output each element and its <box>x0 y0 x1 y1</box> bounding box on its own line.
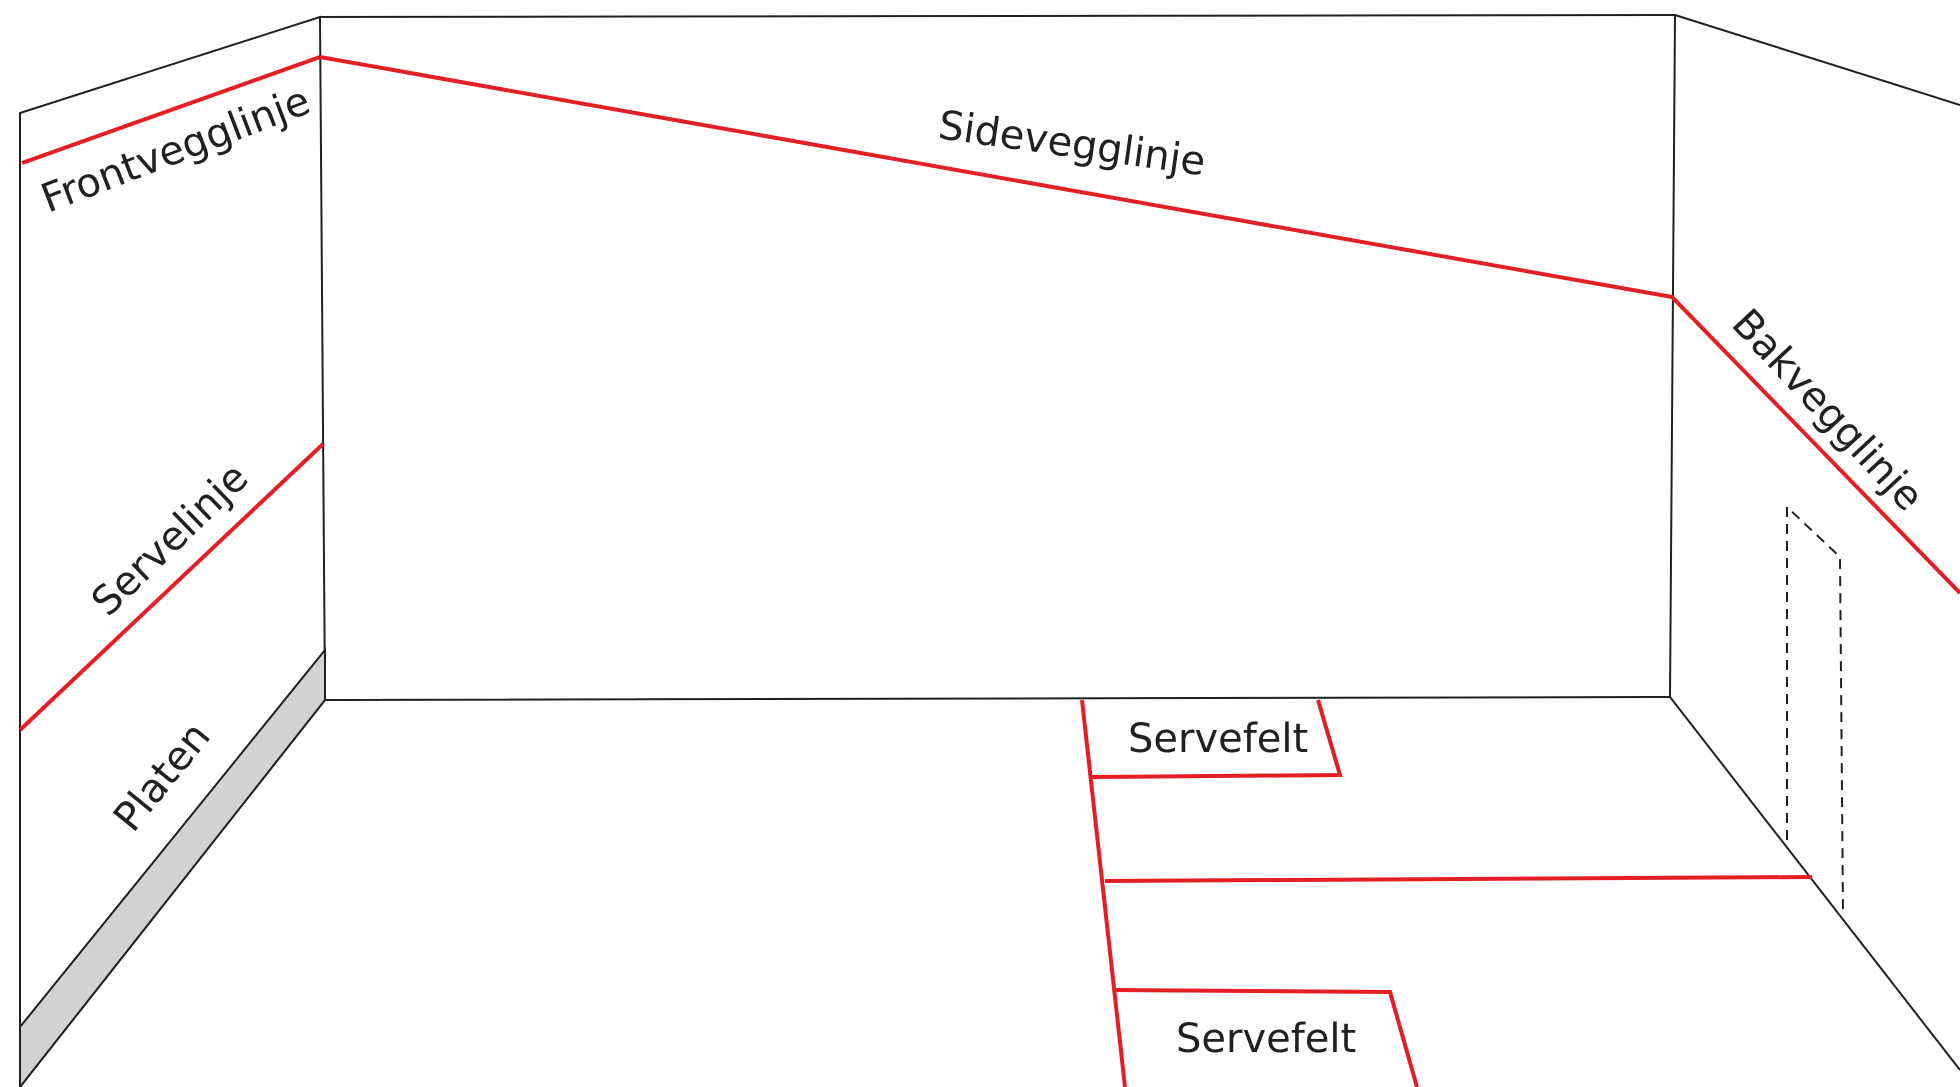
service-box-upper-label: Servefelt <box>1128 716 1308 762</box>
service-box-lower-outline <box>1114 988 1419 1087</box>
center-line <box>1080 699 1127 1087</box>
door-outline <box>1786 504 1844 913</box>
service-line-label: Servelinje <box>83 455 257 626</box>
service-box-upper-outline <box>1091 699 1343 779</box>
court-lines <box>18 55 1960 1087</box>
service-line <box>18 442 325 732</box>
tin-board <box>19 647 326 1087</box>
back-wall-outline <box>1674 14 1960 106</box>
back-wall-line-label: Bakvegglinje <box>1723 300 1932 520</box>
short-line <box>1104 875 1813 883</box>
side-wall-line <box>319 55 1960 595</box>
side-wall-outline <box>319 13 1677 701</box>
service-box-lower-label: Servefelt <box>1176 1016 1356 1062</box>
floor-back-edge <box>1669 696 1960 1071</box>
front-wall-line <box>21 55 321 165</box>
front-wall-line-label: Frontvegglinje <box>35 78 316 223</box>
